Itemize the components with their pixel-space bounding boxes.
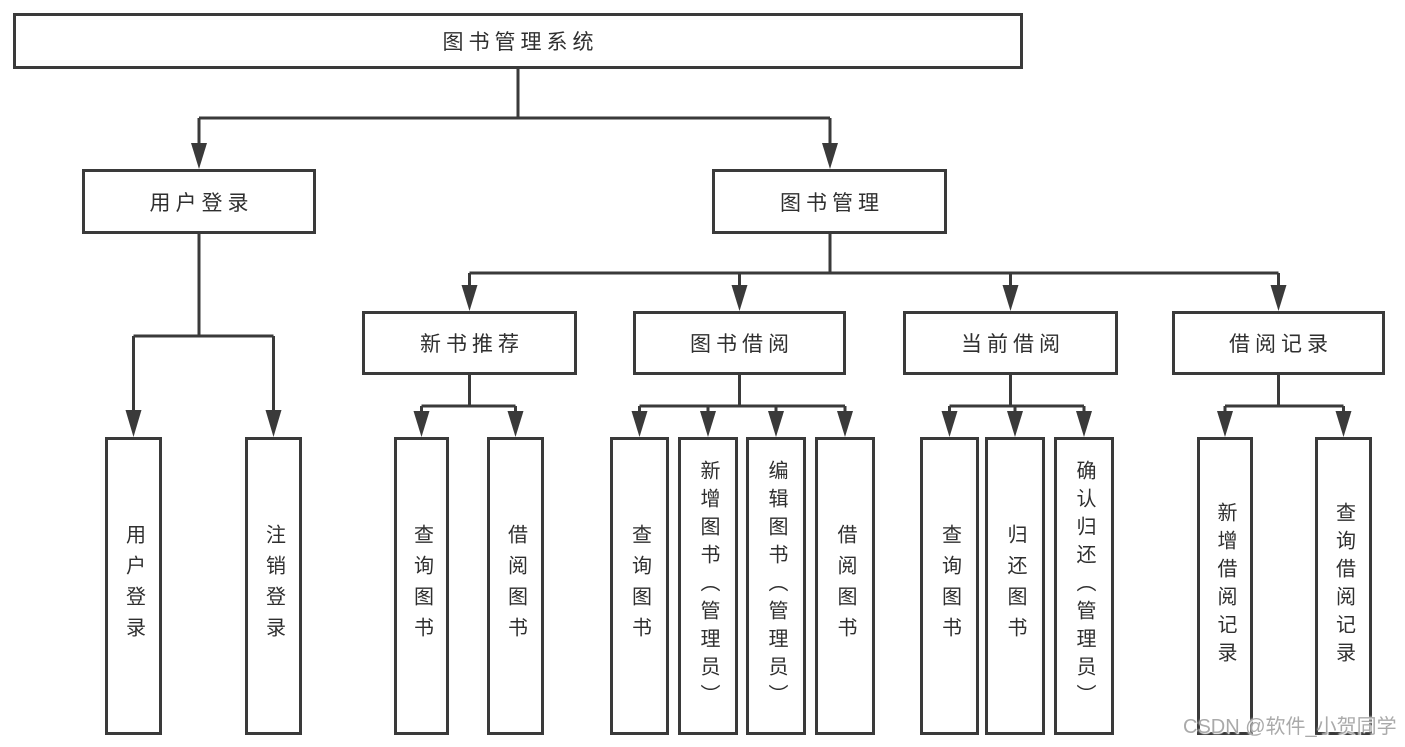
node-book-management: 图书管理 [712,169,947,234]
csdn-watermark: CSDN @软件_小贺同学 [1183,716,1397,738]
leaf-query-books-borrow: 查询图书 [610,437,669,735]
leaf-borrow-books: 借阅图书 [815,437,875,735]
node-user-login: 用户登录 [82,169,316,234]
leaf-add-books-admin: 新增图书（管理员） [678,437,738,735]
connector-paths [132,69,1345,414]
leaf-borrow-books-recommend: 借阅图书 [487,437,544,735]
node-new-book-recommend: 新书推荐 [362,311,577,375]
node-borrow-records: 借阅记录 [1172,311,1385,375]
leaf-user-login: 用户登录 [105,437,162,735]
leaf-add-borrow-record: 新增借阅记录 [1197,437,1253,735]
leaf-logout: 注销登录 [245,437,302,735]
node-current-borrow: 当前借阅 [903,311,1118,375]
leaf-query-books-current: 查询图书 [920,437,979,735]
leaf-confirm-return-admin: 确认归还（管理员） [1054,437,1114,735]
leaf-edit-books-admin: 编辑图书（管理员） [746,437,806,735]
arrowheads [125,143,1352,437]
leaf-query-borrow-record: 查询借阅记录 [1315,437,1372,735]
node-library-system-root: 图书管理系统 [13,13,1023,69]
leaf-return-books: 归还图书 [985,437,1045,735]
leaf-query-books-recommend: 查询图书 [394,437,449,735]
node-book-borrow: 图书借阅 [633,311,846,375]
